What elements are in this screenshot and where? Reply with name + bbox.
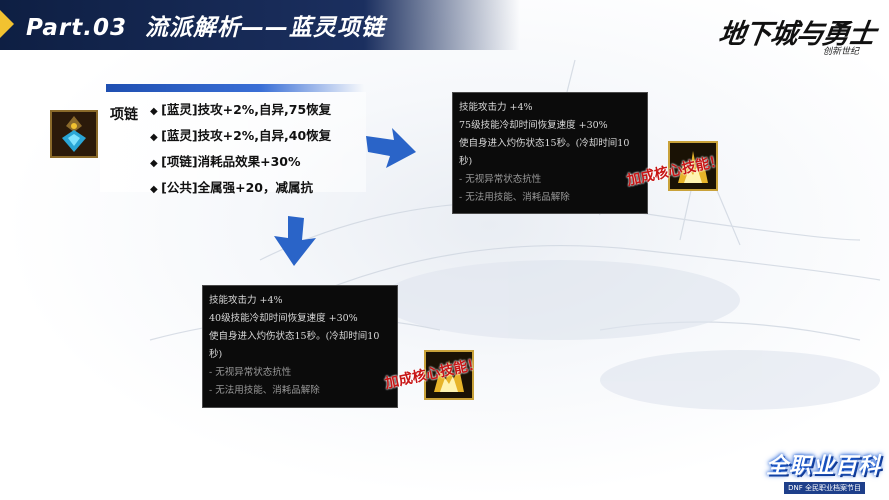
tooltip-line: 秒) [459,156,473,167]
tooltip-line: 75级技能冷却时间恢复速度 +30% [459,120,608,131]
stat-list: [蓝灵]技攻+2%,自异,75恢复 [蓝灵]技攻+2%,自异,40恢复 [项链]… [150,98,331,202]
program-badge: 全职业百科 [765,454,881,479]
item-slot-label: 项链 [110,107,138,123]
stat-line: [蓝灵]技攻+2%,自异,40恢复 [150,124,331,150]
blue-spirit-necklace-icon [50,110,98,158]
tooltip-line: 40级技能冷却时间恢复速度 +30% [209,313,358,324]
tooltip-line: 使自身进入灼伤状态15秒。(冷却时间10 [209,331,380,342]
burn-skill-icon [668,141,718,191]
header-bar [0,0,520,50]
tooltip-line: 技能攻击力 +4% [459,102,533,113]
arrow-down-icon [274,216,316,266]
game-logo-sub: 创新世纪 [822,47,859,57]
tooltip-line: - 无法用技能、消耗品解除 [209,385,320,396]
page-title: Part.03 流派解析——蓝灵项链 [26,8,385,42]
tooltip-line: 秒) [209,349,223,360]
part-number: Part.03 [26,15,127,41]
section-title: 流派解析——蓝灵项链 [145,15,385,41]
stat-line: [项链]消耗品效果+30% [150,150,331,176]
tooltip-line: - 无法用技能、消耗品解除 [459,192,570,203]
stat-line: [蓝灵]技攻+2%,自异,75恢复 [150,98,331,124]
tooltip-line: 技能攻击力 +4% [209,295,283,306]
header-accent [0,10,14,38]
skill-tooltip-40: 技能攻击力 +4% 40级技能冷却时间恢复速度 +30% 使自身进入灼伤状态15… [202,285,398,408]
burn-skill-icon [424,350,474,400]
stat-panel-stripe [106,84,364,92]
program-badge-sub: DNF 全民职业档案节目 [784,482,865,494]
tooltip-line: - 无视异常状态抗性 [459,174,542,185]
skill-tooltip-75: 技能攻击力 +4% 75级技能冷却时间恢复速度 +30% 使自身进入灼伤状态15… [452,92,648,214]
tooltip-line: - 无视异常状态抗性 [209,367,292,378]
tooltip-line: 使自身进入灼伤状态15秒。(冷却时间10 [459,138,630,149]
stat-line: [公共]全属强+20，减属抗 [150,176,331,202]
arrow-right-icon [366,128,416,168]
